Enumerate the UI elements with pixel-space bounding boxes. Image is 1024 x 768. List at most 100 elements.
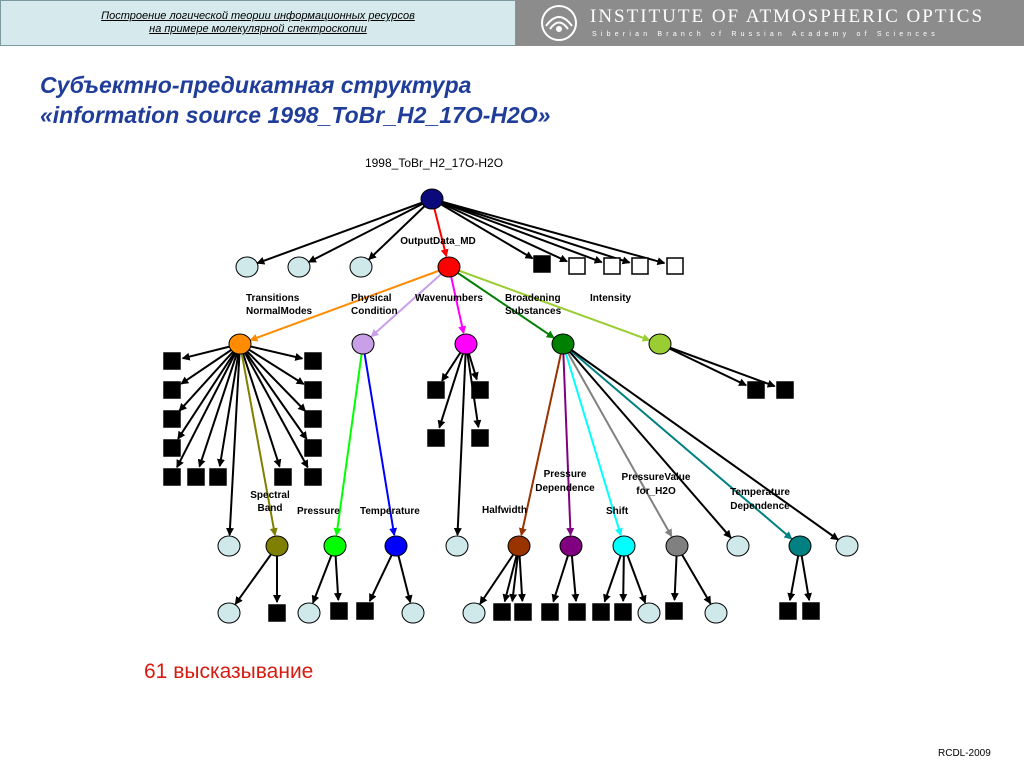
root-edge	[368, 198, 433, 261]
broadening-edge	[448, 266, 555, 339]
wavenumbers-edge	[448, 266, 467, 335]
transitions-child-edge	[180, 343, 241, 385]
value-node	[471, 429, 489, 447]
leaf-node	[349, 256, 373, 278]
root-label: 1998_ToBr_H2_17O-H2O	[365, 156, 503, 170]
transitions-child-edge	[216, 343, 241, 468]
value-node	[274, 468, 292, 486]
pressure-dependence-edge	[562, 343, 575, 537]
value-node	[802, 602, 820, 620]
wavenumbers-child-edge	[453, 343, 467, 537]
value-node	[304, 468, 322, 486]
value-node	[631, 257, 649, 275]
shift-edge	[562, 343, 623, 537]
transitions-child-edge	[239, 343, 282, 468]
value-node	[163, 439, 181, 457]
value-node	[187, 468, 205, 486]
leaf-node	[704, 602, 728, 624]
pressure-value-node	[665, 535, 689, 557]
temperature-dependence-edge	[562, 343, 793, 540]
pressure-value-label-2: for_H2O	[636, 486, 676, 497]
leaf-node	[217, 535, 241, 557]
transitions-child-edge	[239, 343, 305, 385]
institute-subtitle: Siberian Branch of Russian Academy of Sc…	[592, 31, 939, 38]
value-node	[603, 257, 621, 275]
pressure-edge	[333, 343, 364, 537]
leaf-node	[297, 602, 321, 624]
leaf-node	[235, 256, 259, 278]
spectral-band-node	[265, 535, 289, 557]
pressure-value-label-1: PressureValue	[622, 472, 691, 483]
value-node	[304, 381, 322, 399]
value-node	[330, 602, 348, 620]
spectral-label: Spectral	[250, 490, 290, 501]
intensity-node	[648, 333, 672, 355]
transitions-node	[228, 333, 252, 355]
broadening-child-edge	[562, 343, 839, 541]
transitions-edge	[249, 266, 450, 342]
leaf-node	[287, 256, 311, 278]
institute-name: INSTITUTE OF ATMOSPHERIC OPTICS	[590, 6, 985, 27]
value-node	[493, 603, 511, 621]
temperature-dependence-label-1: Temperature	[730, 487, 790, 498]
temperature-node	[384, 535, 408, 557]
transitions-label: Transitions	[246, 293, 300, 304]
tree-nodes	[163, 188, 859, 624]
physical-condition-node	[351, 333, 375, 355]
root-edge	[431, 198, 568, 263]
pressure-dependence-label-2: Dependence	[535, 483, 595, 494]
root-edge	[431, 198, 631, 265]
title-line-1: Субъектно-предикатная структура	[40, 72, 472, 98]
value-node	[356, 602, 374, 620]
leaf-node	[217, 602, 241, 624]
footer-label: RCDL-2009	[938, 748, 991, 759]
leaf-node	[462, 602, 486, 624]
value-node	[209, 468, 227, 486]
transitions-child-edge	[239, 343, 309, 469]
value-node	[747, 381, 765, 399]
transitions-child-edge	[239, 343, 308, 440]
temperature-edge	[362, 343, 398, 537]
halfwidth-node	[507, 535, 531, 557]
pressure-label: Pressure	[297, 506, 340, 517]
transitions-child-edge	[225, 343, 241, 537]
root-edge	[431, 198, 603, 264]
shift-label: Shift	[606, 506, 629, 517]
value-node	[514, 603, 532, 621]
root-node	[420, 188, 444, 210]
intensity-child-edge	[659, 343, 776, 388]
value-node	[665, 602, 683, 620]
value-node	[304, 439, 322, 457]
value-node	[471, 381, 489, 399]
temperature-dependence-label-2: Dependence	[730, 501, 790, 512]
institute-banner	[516, 0, 1024, 46]
transitions-child-edge	[177, 343, 241, 440]
header-line-1: Построение логической теории информацион…	[101, 10, 415, 22]
root-edge	[431, 198, 666, 266]
leaf-node	[637, 602, 661, 624]
root-edge	[431, 198, 534, 260]
value-node	[163, 468, 181, 486]
broadening-node	[551, 333, 575, 355]
title-line-2: «information source 1998_ToBr_H2_17O-H2O…	[40, 102, 551, 128]
halfwidth-edge	[518, 343, 564, 537]
wavenumbers-child-edge	[437, 343, 467, 429]
value-node	[779, 602, 797, 620]
root-edge	[307, 198, 433, 263]
spectral-band-edge	[239, 343, 278, 537]
transitions-child-edge	[197, 343, 241, 468]
broadening-child-edge	[562, 343, 732, 539]
value-node	[568, 603, 586, 621]
leaf-node	[401, 602, 425, 624]
transitions-child-edge	[239, 343, 307, 412]
band-label: Band	[258, 503, 283, 514]
value-node	[614, 603, 632, 621]
pressure-node	[323, 535, 347, 557]
value-node	[533, 255, 551, 273]
intensity-label: Intensity	[590, 293, 632, 304]
pressure-dependence-label-1: Pressure	[544, 469, 587, 480]
spectral-child-edge	[234, 545, 278, 605]
pressure-value-child-edge	[676, 545, 712, 605]
value-node	[568, 257, 586, 275]
